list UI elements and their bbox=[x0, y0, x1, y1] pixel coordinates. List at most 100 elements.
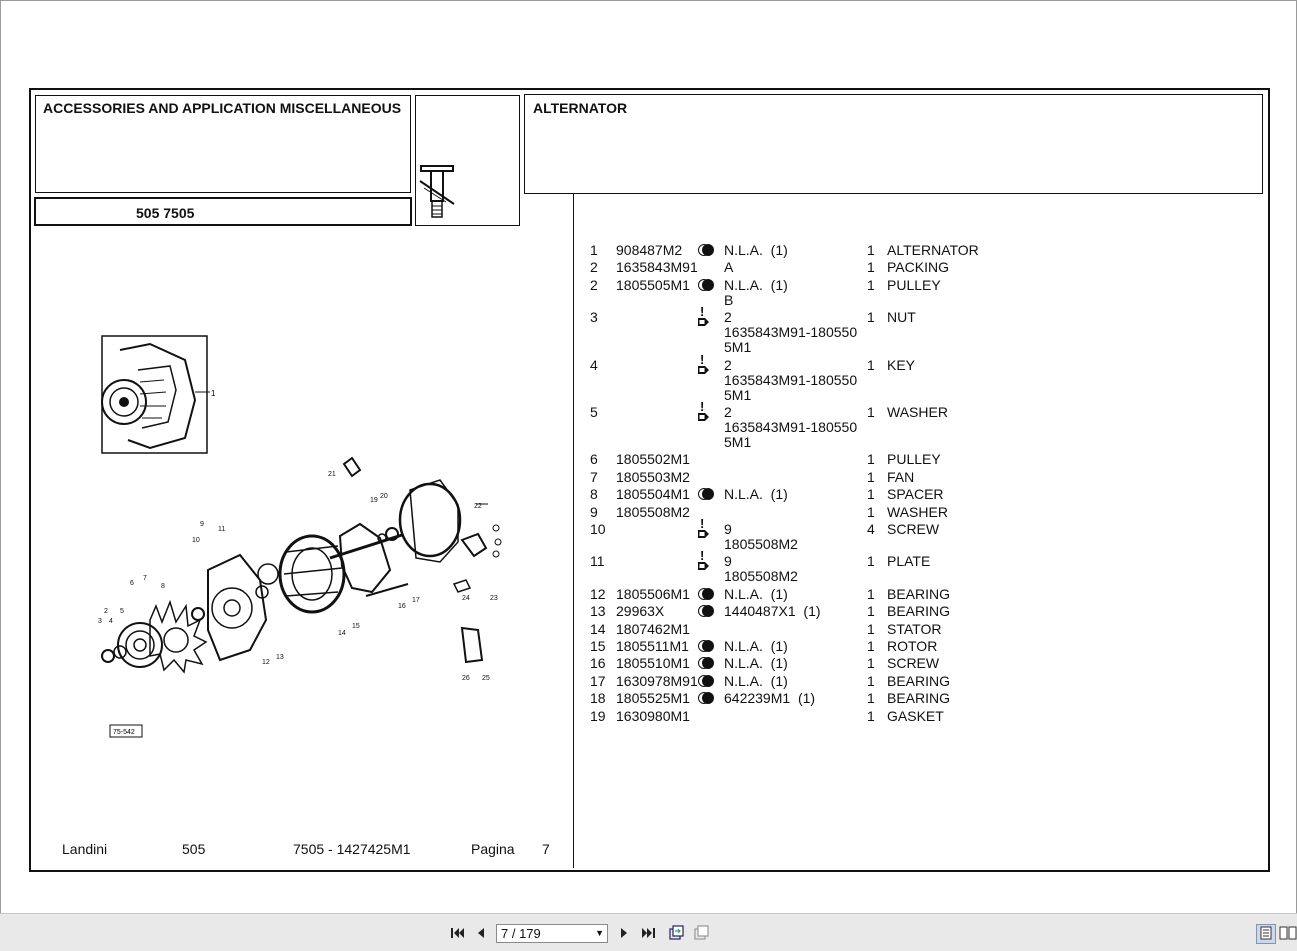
svg-text:5: 5 bbox=[120, 608, 124, 615]
svg-text:4: 4 bbox=[109, 618, 113, 625]
availability-dot-icon bbox=[698, 639, 714, 654]
svg-text:10: 10 bbox=[192, 537, 200, 544]
parts-note: N.L.A. (1) B bbox=[724, 276, 788, 308]
svg-text:17: 17 bbox=[412, 597, 420, 604]
parts-item-number: 12 bbox=[590, 585, 606, 602]
parts-quantity: 1 bbox=[867, 242, 875, 258]
parts-item-number: 16 bbox=[590, 655, 606, 672]
parts-item-number: 5 bbox=[590, 404, 598, 420]
parts-note: A bbox=[724, 259, 734, 276]
parts-item-number: 13 bbox=[590, 603, 606, 620]
chevron-down-icon: ▼ bbox=[595, 928, 604, 938]
parts-part-number: 1805506M1 bbox=[616, 585, 690, 602]
last-page-icon[interactable] bbox=[640, 924, 658, 942]
parts-description: ROTOR bbox=[887, 638, 938, 654]
parts-description: STATOR bbox=[887, 620, 942, 637]
parts-part-number: 1805508M2 bbox=[616, 503, 690, 520]
parts-description: SPACER bbox=[887, 486, 944, 503]
svg-text:9: 9 bbox=[200, 521, 204, 528]
availability-dot-icon bbox=[698, 278, 714, 293]
parts-description: FAN bbox=[887, 468, 915, 485]
document-viewport bbox=[0, 0, 1297, 914]
group-title-box: ALTERNATOR bbox=[524, 94, 1263, 194]
parts-quantity: 1 bbox=[867, 309, 875, 326]
prev-page-icon[interactable] bbox=[472, 924, 490, 942]
parts-description: GASKET bbox=[887, 707, 944, 724]
model-box: 505 7505 bbox=[34, 197, 412, 226]
group-icon-box bbox=[415, 95, 520, 226]
svg-text:20: 20 bbox=[380, 493, 388, 500]
parts-quantity: 1 bbox=[867, 468, 875, 485]
availability-dot-icon bbox=[698, 656, 714, 671]
two-page-icon[interactable] bbox=[1279, 924, 1297, 942]
parts-item-number: 4 bbox=[590, 356, 598, 373]
parts-note: N.L.A. (1) bbox=[724, 655, 788, 672]
parts-item-number: 1 bbox=[590, 242, 598, 258]
parts-quantity: 1 bbox=[867, 672, 875, 689]
parts-note: N.L.A. (1) bbox=[724, 242, 788, 258]
svg-text:26: 26 bbox=[462, 675, 470, 682]
parts-description: PACKING bbox=[887, 259, 949, 276]
parts-part-number: 1807462M1 bbox=[616, 620, 690, 637]
parts-quantity: 1 bbox=[867, 486, 875, 503]
parts-item-number: 14 bbox=[590, 620, 606, 637]
parts-part-number: 1805525M1 bbox=[616, 690, 690, 707]
parts-quantity: 1 bbox=[867, 585, 875, 602]
parts-quantity: 1 bbox=[867, 404, 875, 420]
svg-text:21: 21 bbox=[328, 471, 336, 478]
parts-quantity: 1 bbox=[867, 655, 875, 672]
parts-quantity: 1 bbox=[867, 603, 875, 620]
svg-text:12: 12 bbox=[262, 659, 270, 666]
parts-note: 9 1805508M2 bbox=[724, 553, 798, 585]
svg-text:11: 11 bbox=[218, 526, 225, 533]
svg-text:3: 3 bbox=[98, 618, 102, 625]
parts-part-number: 1805510M1 bbox=[616, 655, 690, 672]
parts-description: ALTERNATOR bbox=[887, 242, 979, 258]
catalog-page bbox=[29, 88, 1270, 872]
next-page-icon[interactable] bbox=[615, 924, 633, 942]
svg-text:16: 16 bbox=[398, 603, 406, 610]
availability-dot-icon bbox=[698, 487, 714, 502]
parts-note: 2 1635843M91-180550 5M1 bbox=[724, 404, 858, 450]
parts-item-number: 17 bbox=[590, 672, 606, 689]
parts-quantity: 1 bbox=[867, 638, 875, 654]
first-page-icon[interactable] bbox=[448, 924, 466, 942]
availability-dot-icon bbox=[698, 674, 714, 689]
svg-text:24: 24 bbox=[462, 595, 470, 602]
fit-page-icon[interactable] bbox=[667, 924, 685, 942]
page-number-select[interactable]: 7 / 179 ▼ bbox=[496, 924, 608, 943]
parts-note: 2 1635843M91-180550 5M1 bbox=[724, 309, 858, 356]
svg-text:19: 19 bbox=[370, 497, 378, 504]
parts-description: SCREW bbox=[887, 655, 940, 672]
parts-item-number: 6 bbox=[590, 451, 598, 468]
parts-part-number: 1805505M1 bbox=[616, 276, 690, 293]
diagram-ref-code: 75-542 bbox=[113, 729, 135, 736]
viewer-toolbar: 7 / 179 ▼ bbox=[0, 913, 1297, 951]
svg-text:13: 13 bbox=[276, 654, 284, 661]
svg-text:23: 23 bbox=[490, 595, 498, 602]
section-title: ACCESSORIES AND APPLICATION MISCELLANEOU… bbox=[43, 100, 402, 116]
parts-note: 1440487X1 (1) bbox=[724, 603, 821, 620]
parts-quantity: 1 bbox=[867, 707, 875, 724]
parts-item-number: 10 bbox=[590, 521, 606, 537]
parts-item-number: 9 bbox=[590, 503, 598, 520]
parts-item-number: 7 bbox=[590, 468, 598, 485]
page-number-value: 7 / 179 bbox=[501, 926, 541, 941]
parts-part-number: 1805502M1 bbox=[616, 451, 690, 468]
parts-description: PULLEY bbox=[887, 451, 941, 468]
rotate-icon[interactable] bbox=[692, 924, 710, 942]
parts-note: N.L.A. (1) bbox=[724, 672, 788, 689]
parts-item-number: 15 bbox=[590, 638, 606, 654]
svg-text:15: 15 bbox=[352, 623, 360, 630]
parts-item-number: 11 bbox=[590, 553, 605, 570]
parts-part-number: 1805503M2 bbox=[616, 468, 690, 485]
single-page-icon[interactable] bbox=[1256, 924, 1276, 944]
availability-dot-icon bbox=[698, 243, 714, 258]
parts-quantity: 1 bbox=[867, 553, 875, 570]
parts-description: KEY bbox=[887, 356, 916, 373]
column-divider bbox=[573, 194, 574, 868]
parts-quantity: 1 bbox=[867, 356, 875, 373]
parts-note: N.L.A. (1) bbox=[724, 638, 788, 654]
